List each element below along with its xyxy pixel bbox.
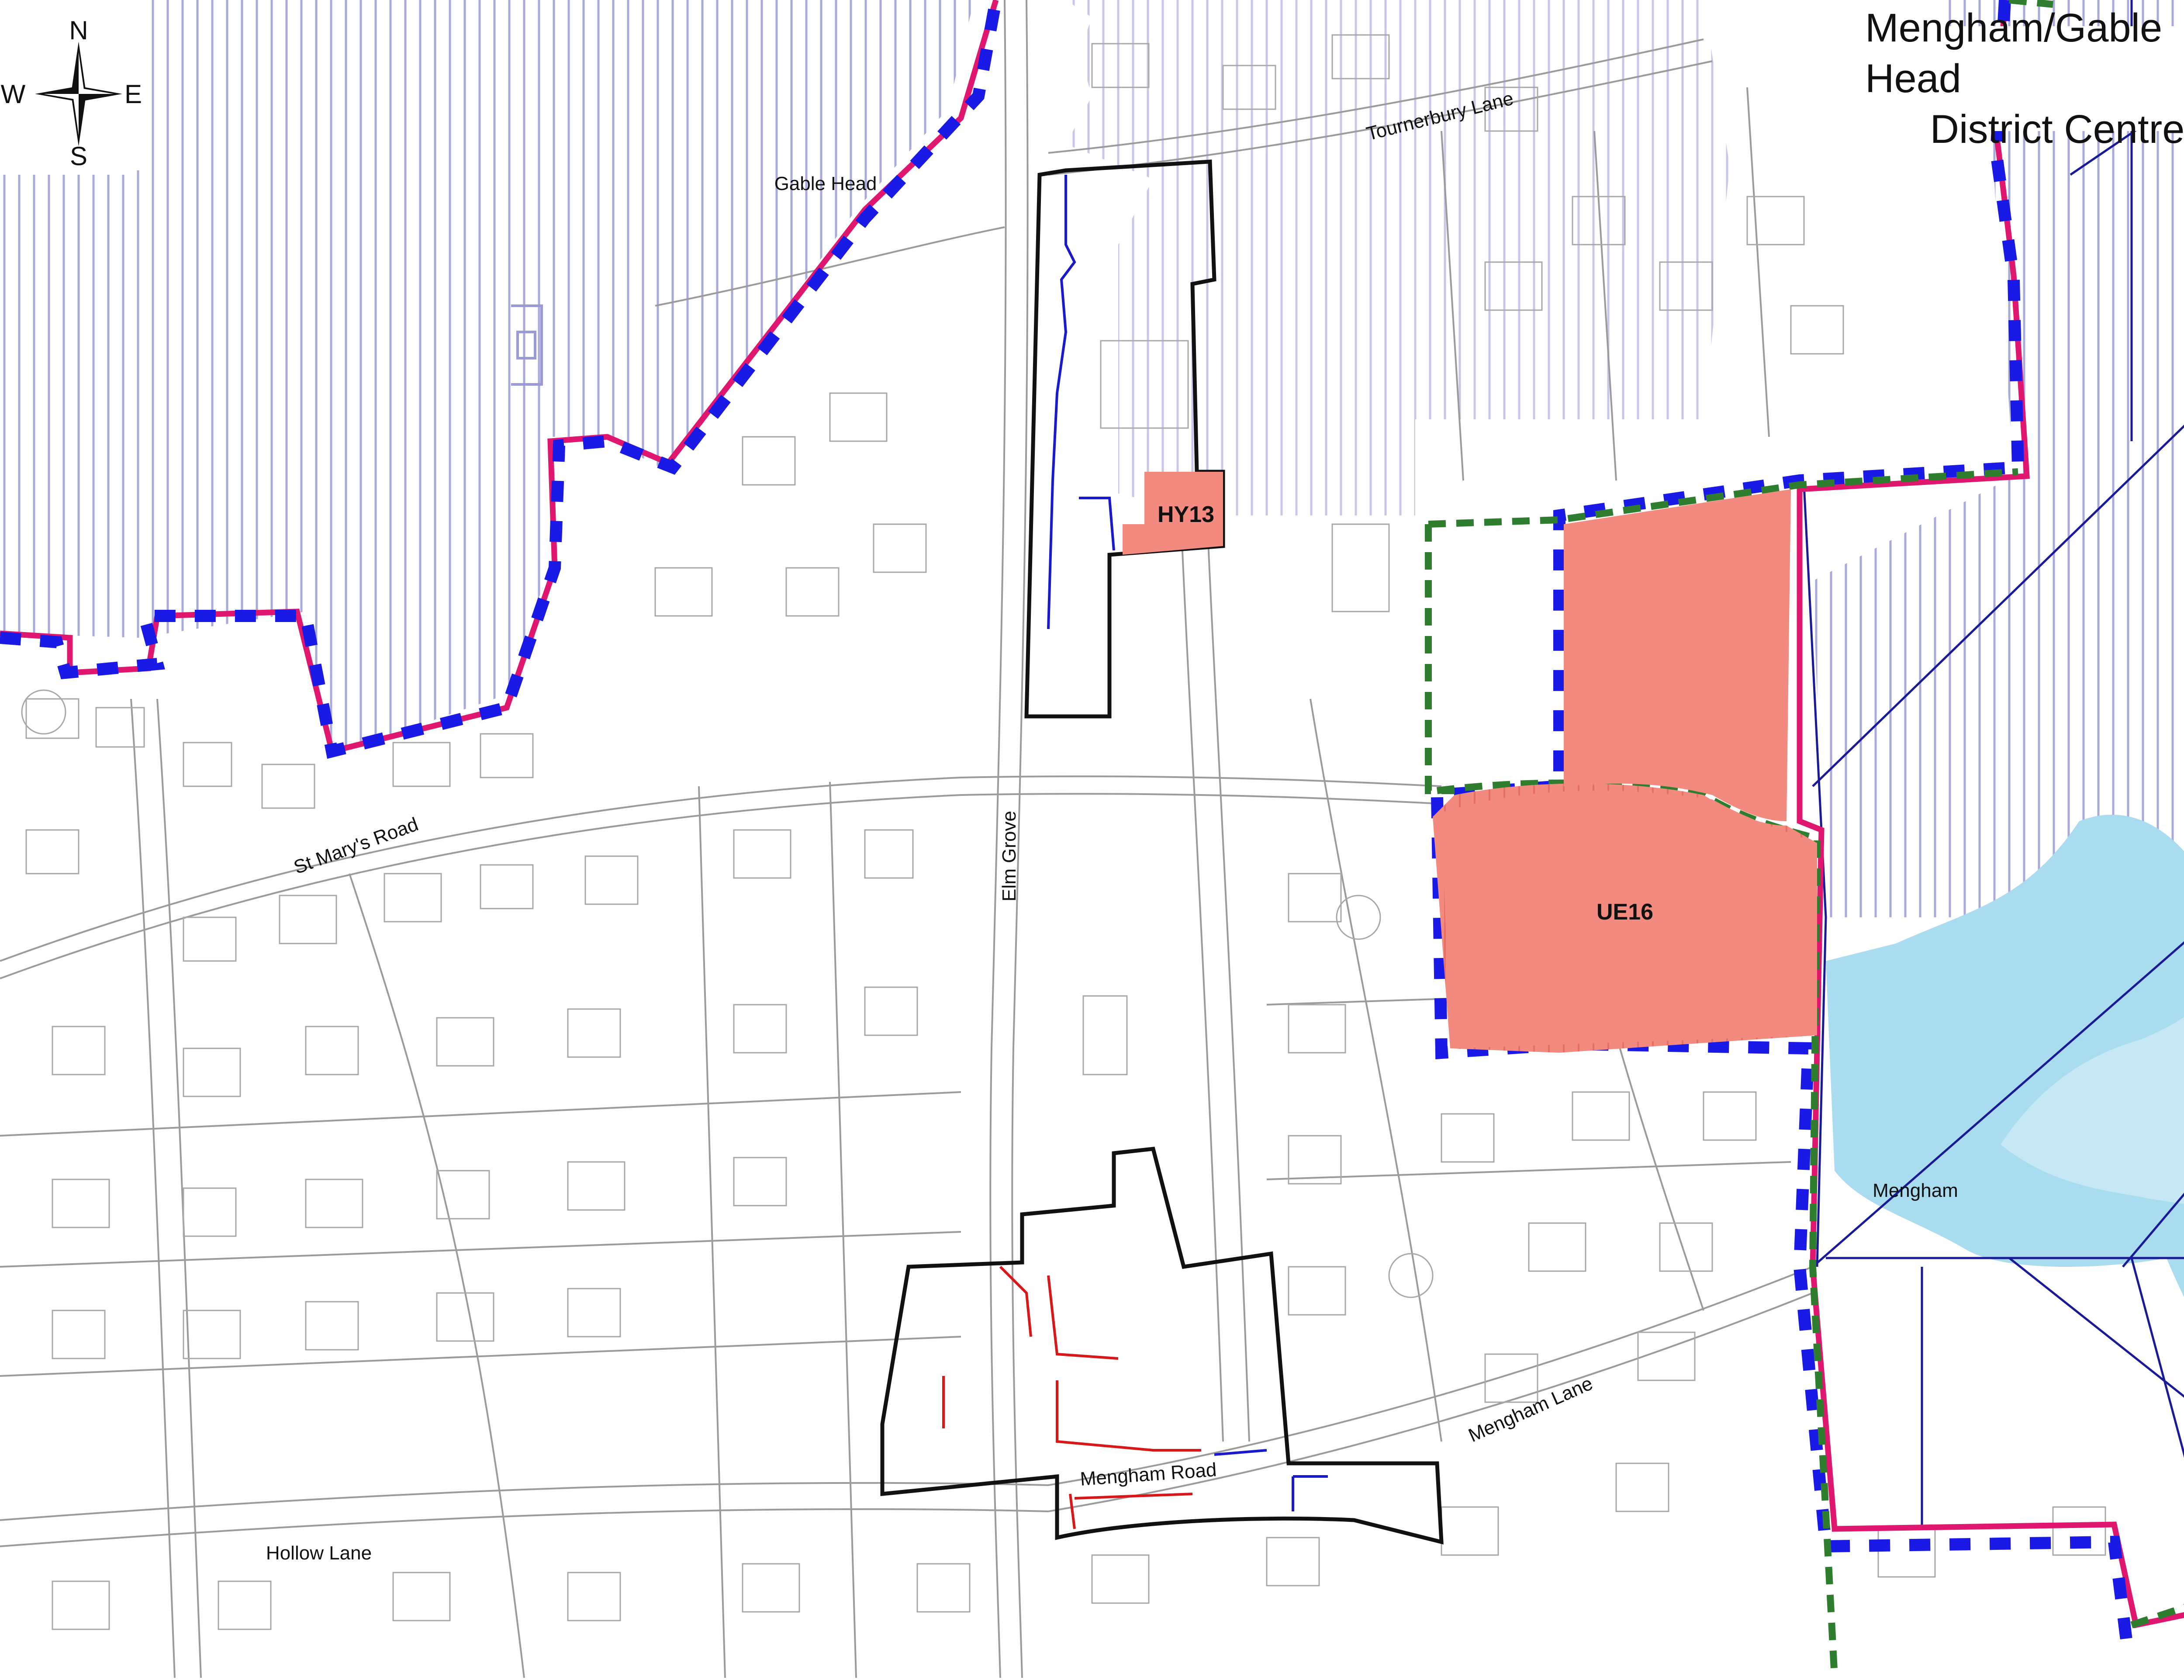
allocation-ue16-south — [1441, 791, 1817, 1048]
map-title-box: Mengham/Gable Head District Centre — [1865, 6, 2184, 152]
hatched-countryside-areas — [0, 0, 2184, 917]
compass-w: W — [1, 80, 26, 109]
district-centre-south-outline[interactable] — [880, 1147, 1444, 1545]
road-label-elm-grove: Elm Grove — [999, 811, 1020, 902]
compass-n: N — [69, 16, 88, 45]
compass-e: E — [124, 80, 142, 109]
gable-head-road-marking — [511, 304, 543, 386]
green-dashed-boundary — [1425, 0, 2184, 1678]
place-label-gable-head: Gable Head — [774, 173, 877, 194]
site-label-ue16: UE16 — [1597, 899, 1653, 925]
compass-s: S — [70, 142, 87, 171]
base-map-buildings — [21, 34, 2106, 1630]
map-title-line-1: Mengham/Gable Head — [1865, 6, 2163, 101]
compass-rose-icon: N S W E — [0, 0, 144, 171]
allocation-hy13-area[interactable] — [1123, 472, 1223, 555]
map-title-line-2: District Centre — [1930, 107, 2184, 152]
road-label-hollow-lane: Hollow Lane — [266, 1542, 372, 1564]
frontage-lines-blue — [1047, 175, 1328, 1511]
site-label-hy13: HY13 — [1158, 502, 1214, 527]
frontage-lines-red — [942, 1265, 1201, 1529]
place-label-mengham: Mengham — [1873, 1180, 1958, 1201]
allocation-ue16-north — [1564, 489, 1791, 821]
